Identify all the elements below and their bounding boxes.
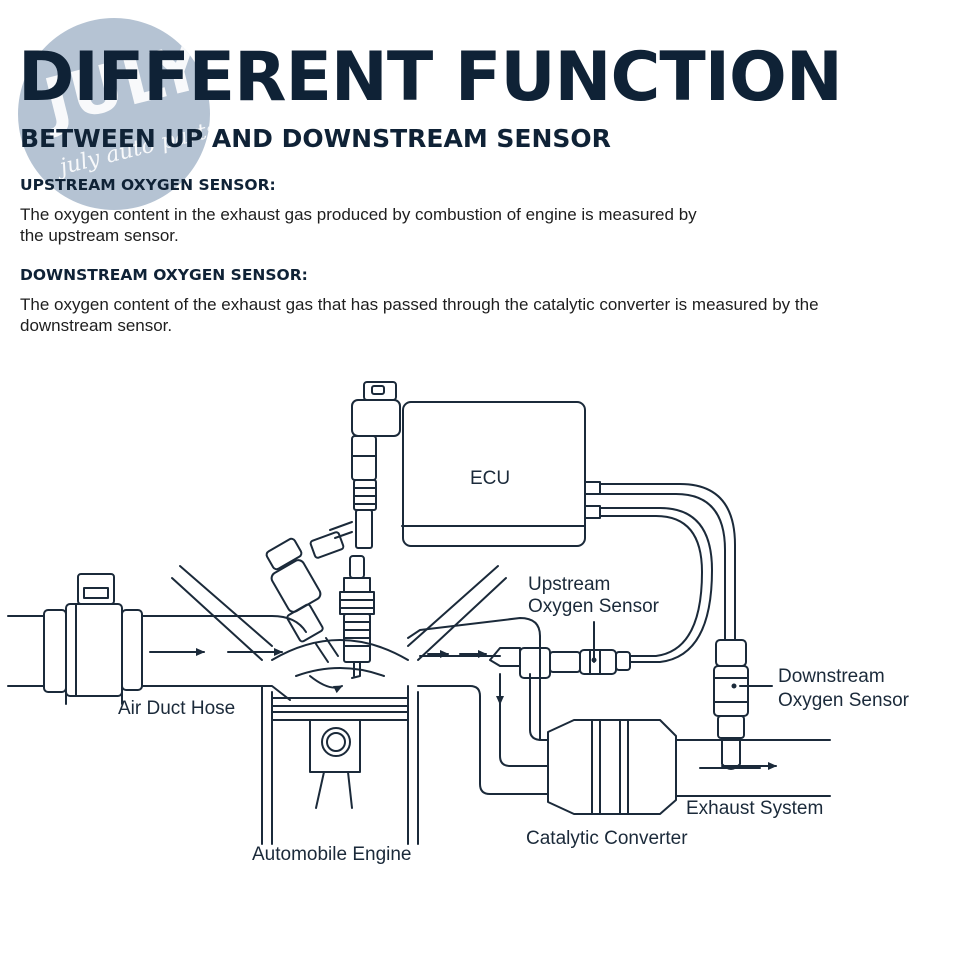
- downstream-heading: DOWNSTREAM OXYGEN SENSOR:: [20, 266, 308, 284]
- upstream-oxygen-sensor: [489, 647, 631, 679]
- air-duct-hose-label: Air Duct Hose: [118, 698, 235, 719]
- downstream-label-line2: Oxygen Sensor: [778, 690, 910, 711]
- page-title: DIFFERENT FUNCTION: [18, 38, 843, 117]
- fuel-injector: [265, 521, 353, 663]
- watermark-logo: JULY july auto parts: [18, 18, 210, 210]
- combustion-arrow: [309, 675, 343, 694]
- upstream-label-line2: Oxygen Sensor: [528, 596, 660, 617]
- page-subtitle: BETWEEN UP AND DOWNSTREAM SENSOR: [20, 124, 611, 153]
- downstream-label-line1: Downstream: [778, 666, 885, 687]
- downstream-description: The oxygen content of the exhaust gas th…: [20, 295, 819, 335]
- engine-block: [171, 565, 507, 845]
- catalytic-converter: [547, 719, 831, 815]
- catalytic-converter-label: Catalytic Converter: [526, 828, 688, 849]
- ecu-cable: [401, 481, 736, 663]
- exhaust-system-label: Exhaust System: [686, 798, 823, 819]
- spark-plug: [339, 555, 375, 679]
- intake-pipe: [7, 573, 307, 705]
- upstream-heading: UPSTREAM OXYGEN SENSOR:: [20, 176, 276, 194]
- ignition-coil: [351, 381, 401, 549]
- ecu-label: ECU: [470, 468, 510, 489]
- automobile-engine-label: Automobile Engine: [252, 844, 412, 865]
- downstream-oxygen-sensor: [713, 639, 749, 770]
- upstream-label-line1: Upstream: [528, 574, 610, 595]
- exhaust-pipe: [407, 617, 549, 795]
- ecu-box: [402, 401, 586, 547]
- engine-exhaust-diagram: ECU: [7, 381, 910, 865]
- upstream-description: The oxygen content in the exhaust gas pr…: [20, 205, 697, 245]
